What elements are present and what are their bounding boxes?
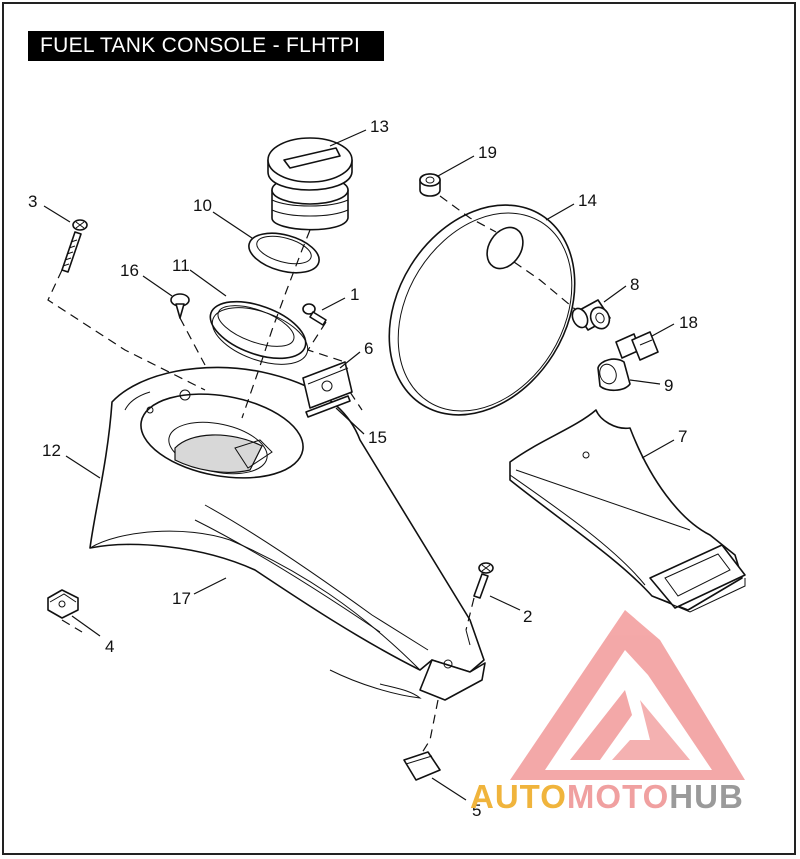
gasket-part-10	[248, 232, 320, 274]
svg-text:AUTOMOTOHUB: AUTOMOTOHUB	[470, 778, 744, 815]
callout-7: 7	[678, 427, 687, 446]
bushing-part-8	[571, 299, 611, 331]
callout-15: 15	[368, 428, 387, 447]
pin-part-15	[305, 395, 351, 418]
callout-8: 8	[630, 275, 639, 294]
lock-part-18	[615, 331, 659, 361]
callout-17: 17	[172, 589, 191, 608]
cover-part-14	[388, 204, 576, 416]
callout-1: 1	[350, 285, 359, 304]
callout-13: 13	[370, 117, 389, 136]
screw-part-3	[61, 219, 88, 273]
callout-14: 14	[578, 191, 597, 210]
grommet-part-19	[419, 173, 441, 197]
pad-part-7	[509, 409, 746, 613]
assembly-lines	[47, 195, 577, 757]
screw-part-2	[473, 562, 494, 599]
watermark-text: AUTOMOTOHUB	[470, 778, 744, 815]
callout-11: 11	[172, 256, 190, 275]
clip-part-4	[47, 589, 79, 619]
callout-2: 2	[523, 607, 532, 626]
cap-part-9	[597, 358, 631, 392]
callout-labels: 13 10 11 16 3 1 6 15 19 14 8 18 9 7 12 1…	[28, 117, 698, 820]
callout-10: 10	[193, 196, 212, 215]
watermark-hub: HUB	[669, 778, 744, 815]
callout-9: 9	[664, 376, 673, 395]
bracket-part-6	[302, 361, 353, 409]
console-body-part-17	[89, 366, 486, 701]
callout-16: 16	[120, 261, 139, 280]
watermark-moto: MOTO	[567, 778, 669, 815]
watermark-auto: AUTO	[470, 778, 567, 815]
clip-part-5	[403, 751, 441, 781]
watermark-logo	[510, 610, 745, 780]
callout-4: 4	[105, 637, 114, 656]
plug-part-16	[170, 293, 190, 319]
callout-3: 3	[28, 192, 37, 211]
fuel-cap-part-13	[267, 137, 353, 231]
callout-18: 18	[679, 313, 698, 332]
callout-19: 19	[478, 143, 497, 162]
screw-part-1	[302, 303, 327, 326]
page-title: FUEL TANK CONSOLE - FLHTPI	[28, 31, 384, 61]
callout-6: 6	[364, 339, 373, 358]
leader-lines	[43, 129, 675, 801]
callout-5: 5	[472, 801, 481, 820]
callout-12: 12	[42, 441, 61, 460]
trim-ring-part-11	[209, 300, 309, 365]
